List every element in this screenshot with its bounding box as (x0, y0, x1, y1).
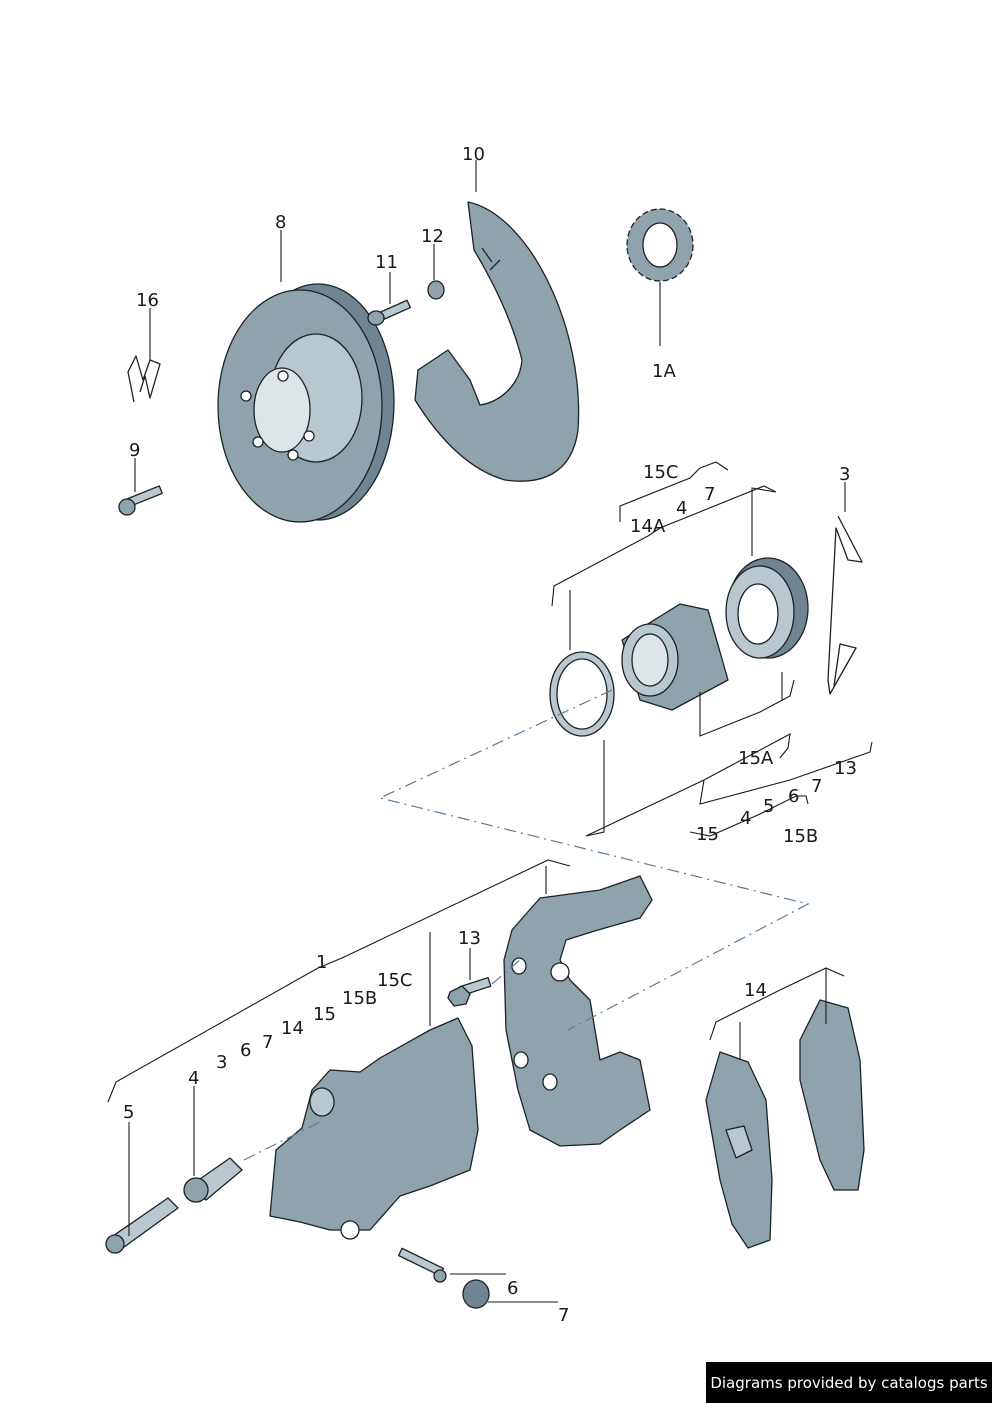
label-13-right: 13 (834, 758, 857, 779)
bleed-cap-7 (462, 1279, 490, 1309)
label-1A: 1A (652, 361, 676, 382)
credit-text: Diagrams provided by catalogs parts (710, 1373, 988, 1392)
label-1: 1 (316, 952, 327, 973)
label-15-right: 15 (696, 824, 719, 845)
label-3-mid: 3 (216, 1052, 227, 1073)
caliper-carrier (503, 875, 653, 1147)
label-6-mid: 6 (240, 1040, 251, 1061)
guide-pin-5 (105, 1197, 179, 1254)
label-9: 9 (129, 440, 140, 461)
label-15B-right: 15B (783, 826, 818, 847)
label-15A: 15A (738, 748, 774, 769)
label-7-mid: 7 (262, 1032, 273, 1053)
label-3-top: 3 (839, 464, 850, 485)
label-5-right: 5 (763, 796, 774, 817)
label-15C-mid: 15C (377, 970, 412, 991)
label-5-left: 5 (123, 1102, 134, 1123)
assembly-line-bolt (491, 959, 521, 985)
label-4-left: 4 (188, 1068, 199, 1089)
sensor-ring-1A (626, 208, 694, 282)
label-7-bottom: 7 (558, 1305, 569, 1326)
brake-disc (217, 283, 395, 523)
assembly-line-pin (243, 1121, 321, 1161)
label-8: 8 (275, 212, 286, 233)
label-10: 10 (462, 144, 485, 165)
splash-shield (414, 201, 580, 482)
spring-3 (827, 515, 863, 695)
brake-pad-outer (799, 999, 865, 1191)
label-14-mid: 14 (281, 1018, 304, 1039)
label-6-right: 6 (788, 786, 799, 807)
part-labels: 10 8 12 11 16 9 1A 15C 4 7 14A 3 15A 13 … (123, 144, 857, 1326)
clip-16 (127, 355, 161, 403)
assembly-line-piston (378, 689, 810, 1031)
label-12: 12 (421, 226, 444, 247)
bleed-screw-6 (397, 1247, 447, 1283)
bolt-13 (447, 976, 492, 1007)
washer-12 (427, 280, 445, 300)
credit-banner: Diagrams provided by catalogs parts (706, 1362, 992, 1403)
label-7-right: 7 (811, 776, 822, 797)
bolt-11 (367, 299, 411, 326)
label-6-bottom: 6 (507, 1278, 518, 1299)
label-16: 16 (136, 290, 159, 311)
label-14A: 14A (630, 516, 666, 537)
disc-screw-9 (118, 485, 163, 516)
label-14-right: 14 (744, 980, 767, 1001)
label-7-top: 7 (704, 484, 715, 505)
label-11: 11 (375, 252, 398, 273)
label-13-mid: 13 (458, 928, 481, 949)
label-15B-mid: 15B (342, 988, 377, 1009)
caliper-seal-kit (549, 557, 809, 737)
label-15C-top: 15C (643, 462, 678, 483)
label-15-mid: 15 (313, 1004, 336, 1025)
leader-lines (107, 160, 873, 1303)
caliper-housing (269, 1017, 479, 1231)
label-4-right: 4 (740, 808, 751, 829)
brake-pad-inner (705, 1051, 773, 1249)
guide-sleeve-4 (183, 1157, 243, 1203)
label-4-top: 4 (676, 498, 687, 519)
